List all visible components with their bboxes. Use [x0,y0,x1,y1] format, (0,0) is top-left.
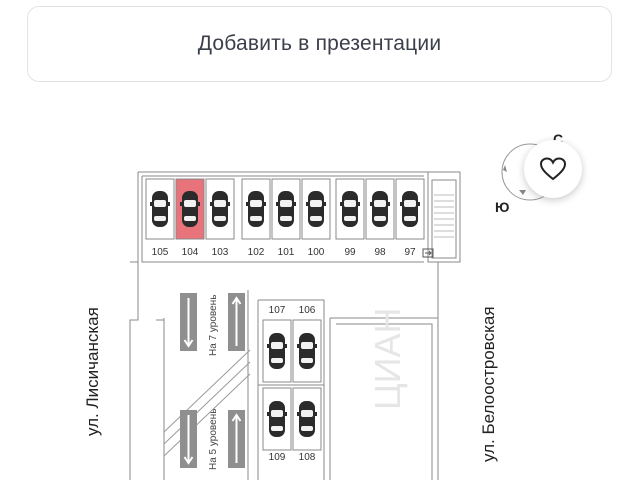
spot-number: 107 [269,305,286,316]
compass-south-label: Ю [495,199,509,215]
car-icon [150,191,170,227]
spot-number: 103 [212,247,229,258]
middle-spots: 107 106 109 108 [262,305,322,463]
spot-number: 105 [152,247,169,258]
spot-number: 109 [269,452,286,463]
parking-spot-99[interactable]: 99 [335,178,365,258]
parking-spot-103[interactable]: 103 [205,178,235,258]
parking-spot-105[interactable]: 105 [145,178,175,258]
car-icon [340,191,360,227]
ramp-diagonal [163,349,251,457]
stairs [422,194,454,258]
car-icon [267,401,287,437]
top-row-spots: 105 104 103 102 101 100 99 98 97 [145,178,425,258]
parking-spot-98[interactable]: 98 [365,178,395,258]
parking-spot-97[interactable]: 97 [395,178,425,258]
car-icon [297,401,317,437]
street-left-label: ул. Лисичанская [83,307,102,436]
parking-spot-101[interactable]: 101 [271,178,301,258]
parking-spot-102[interactable]: 102 [241,178,271,258]
spot-number: 104 [182,247,199,258]
spot-number: 100 [308,247,325,258]
car-icon [297,333,317,369]
ramp-lanes [180,293,245,468]
building-outline [129,171,461,480]
parking-spot-108[interactable]: 108 [292,387,322,463]
parking-floor-plan: На 7 уровень На 5 уровень ЦИАН ул. Лисич… [83,131,563,480]
parking-spot-104[interactable]: 104 [175,178,205,258]
spot-number: 108 [299,452,316,463]
car-icon [246,191,266,227]
parking-spot-109[interactable]: 109 [262,387,292,463]
car-icon [276,191,296,227]
parking-spot-107[interactable]: 107 [262,305,292,383]
street-right-label: ул. Белоостровская [479,306,498,462]
favorite-button[interactable] [524,140,582,198]
car-icon [210,191,230,227]
spot-number: 106 [299,305,316,316]
parking-spot-106[interactable]: 106 [292,305,322,383]
heart-icon [539,157,567,181]
car-icon [180,191,200,227]
spot-area [292,319,322,383]
car-icon [370,191,390,227]
ramp-down-label: На 5 уровень [208,409,219,470]
car-icon [306,191,326,227]
car-icon [400,191,420,227]
compass-north-label: С [553,131,563,147]
spot-number: 97 [404,247,416,258]
spot-number: 102 [248,247,265,258]
watermark: ЦИАН [367,307,408,410]
ramp-up-label: На 7 уровень [208,295,219,356]
add-to-presentation-button[interactable]: Добавить в презентации [27,6,612,82]
car-icon [267,333,287,369]
parking-spot-100[interactable]: 100 [301,178,331,258]
spot-number: 101 [278,247,295,258]
spot-number: 99 [344,247,356,258]
spot-number: 98 [374,247,386,258]
